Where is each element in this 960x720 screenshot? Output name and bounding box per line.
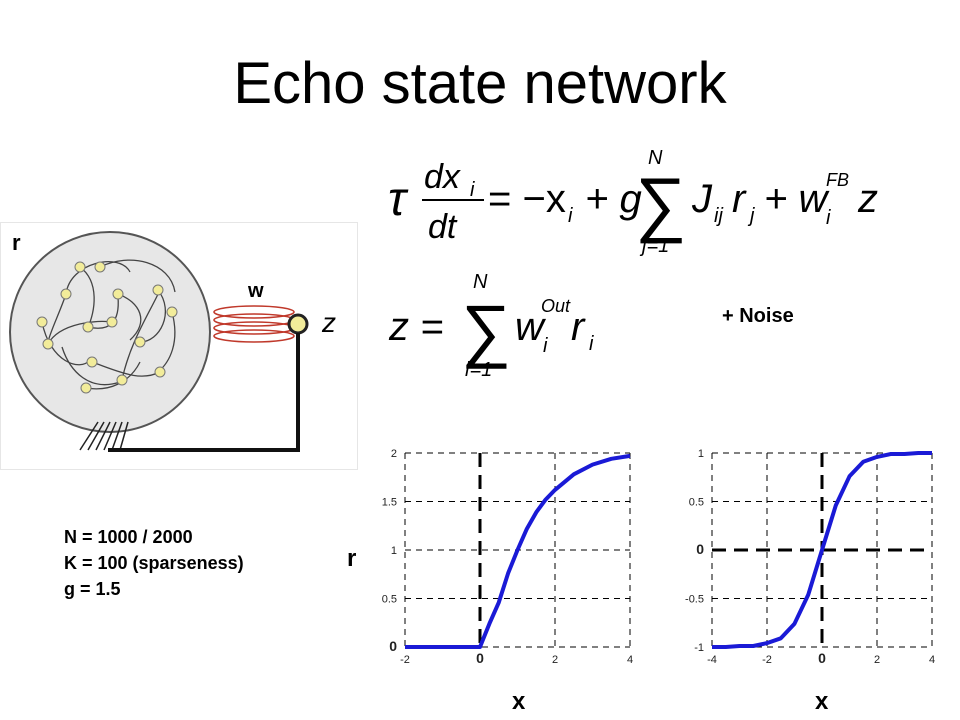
eq2-sum-bottom: i=1	[465, 359, 492, 381]
equation-dynamics: τ dx i dt = −x i + g N ∑ j=1 J ij r j + …	[388, 147, 878, 257]
eq1-sigma: ∑	[635, 164, 686, 244]
eq1-sum-bottom: j=1	[639, 235, 669, 257]
x-tick-label-4: 4	[929, 654, 935, 666]
eq1-J-sub: ij	[714, 205, 723, 227]
eq2-sum-top: N	[473, 271, 488, 293]
eq1-z: z	[857, 177, 878, 221]
x-tick-label-2: 2	[552, 654, 558, 666]
eq2-w: w	[515, 305, 547, 349]
parameter-list: N = 1000 / 2000 K = 100 (sparseness) g =…	[64, 524, 244, 602]
output-label: z	[321, 307, 336, 338]
x-axis-label-left: x	[512, 688, 526, 715]
reservoir-circle	[9, 231, 211, 433]
noise-label: + Noise	[722, 305, 794, 327]
param-k: K = 100 (sparseness)	[64, 553, 244, 573]
x-tick-label-0: -2	[400, 654, 410, 666]
eq1-dx-sub: i	[470, 179, 475, 201]
eq1-r: r	[732, 177, 747, 221]
eq1-dx: dx	[424, 158, 461, 196]
y-tick-label-4: 2	[391, 448, 397, 460]
input-fan	[79, 421, 129, 451]
eq1-x-sub: i	[568, 205, 573, 227]
eq2-w-sub: i	[543, 335, 548, 357]
reservoir-nodes	[36, 261, 178, 394]
x-tick-label-3: 4	[627, 654, 633, 666]
eq1-tau: τ	[388, 173, 409, 226]
eq1-dt: dt	[428, 208, 458, 246]
output-node	[287, 313, 309, 335]
y-tick-label-0: 0	[389, 638, 397, 654]
eq1-rhs-1: = −x	[488, 177, 566, 221]
y-tick-label-2: 0	[696, 541, 704, 557]
eq1-plus-w: + w	[764, 177, 830, 221]
series-line-0	[712, 451, 932, 649]
y-tick-label-3: 0.5	[689, 497, 704, 509]
eq2-lhs: z =	[388, 305, 443, 349]
x-axis-label-right: x	[815, 688, 829, 715]
series-line-0	[405, 453, 631, 649]
eq2-w-sup: Out	[541, 296, 571, 316]
r-axis-label: r	[347, 545, 357, 572]
x-tick-label-1: -2	[762, 654, 772, 666]
y-tick-label-1: -0.5	[685, 594, 704, 606]
eq2-r-sub: i	[589, 333, 594, 355]
x-tick-label-0: -4	[707, 654, 717, 666]
feedback-line	[108, 333, 300, 452]
chart-tanh: -4 -2 0 2 4 -1 -0.5 0 0.5 1	[685, 448, 935, 666]
slide-title: Echo state network	[233, 51, 727, 116]
y-tick-label-2: 1	[391, 545, 397, 557]
y-tick-label-3: 1.5	[382, 497, 397, 509]
y-tick-label-1: 0.5	[382, 594, 397, 606]
x-tick-label-3: 2	[874, 654, 880, 666]
x-tick-label-1: 0	[476, 650, 484, 666]
equation-readout: z = N ∑ i=1 w Out i r i	[388, 271, 594, 381]
eq2-r: r	[571, 305, 586, 349]
y-tick-label-0: -1	[694, 642, 704, 654]
eq2-sigma: ∑	[461, 291, 511, 369]
network-diagram: r	[0, 222, 358, 470]
eq1-J: J	[691, 177, 713, 221]
eq1-plus-g: + g	[585, 177, 642, 221]
param-g: g = 1.5	[64, 579, 121, 599]
weight-label: w	[247, 280, 264, 302]
reservoir-label: r	[12, 230, 21, 255]
eq1-r-sub: j	[747, 205, 755, 227]
eq1-w-sup: FB	[826, 170, 849, 190]
eq1-w-sub: i	[826, 207, 831, 229]
eq1-sum-top: N	[648, 147, 663, 169]
param-n: N = 1000 / 2000	[64, 527, 193, 547]
x-tick-label-2: 0	[818, 650, 826, 666]
y-tick-label-4: 1	[698, 448, 704, 460]
